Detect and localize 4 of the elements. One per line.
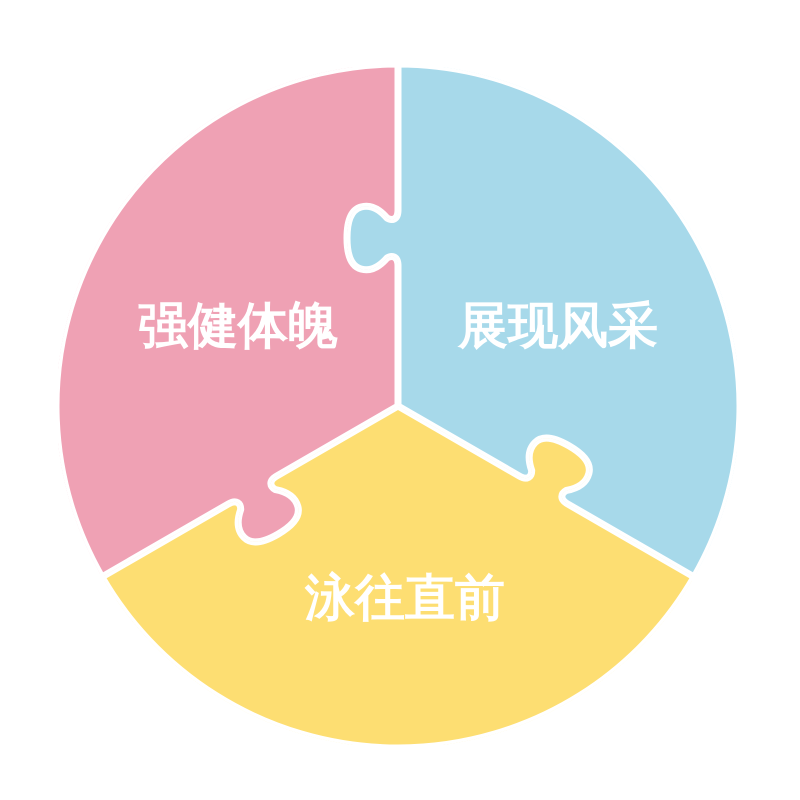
piece-label: 泳往直前	[305, 570, 505, 626]
puzzle-piece	[104, 409, 692, 745]
piece-label: 强健体魄	[138, 298, 338, 354]
piece-label: 展现风采	[458, 298, 658, 354]
